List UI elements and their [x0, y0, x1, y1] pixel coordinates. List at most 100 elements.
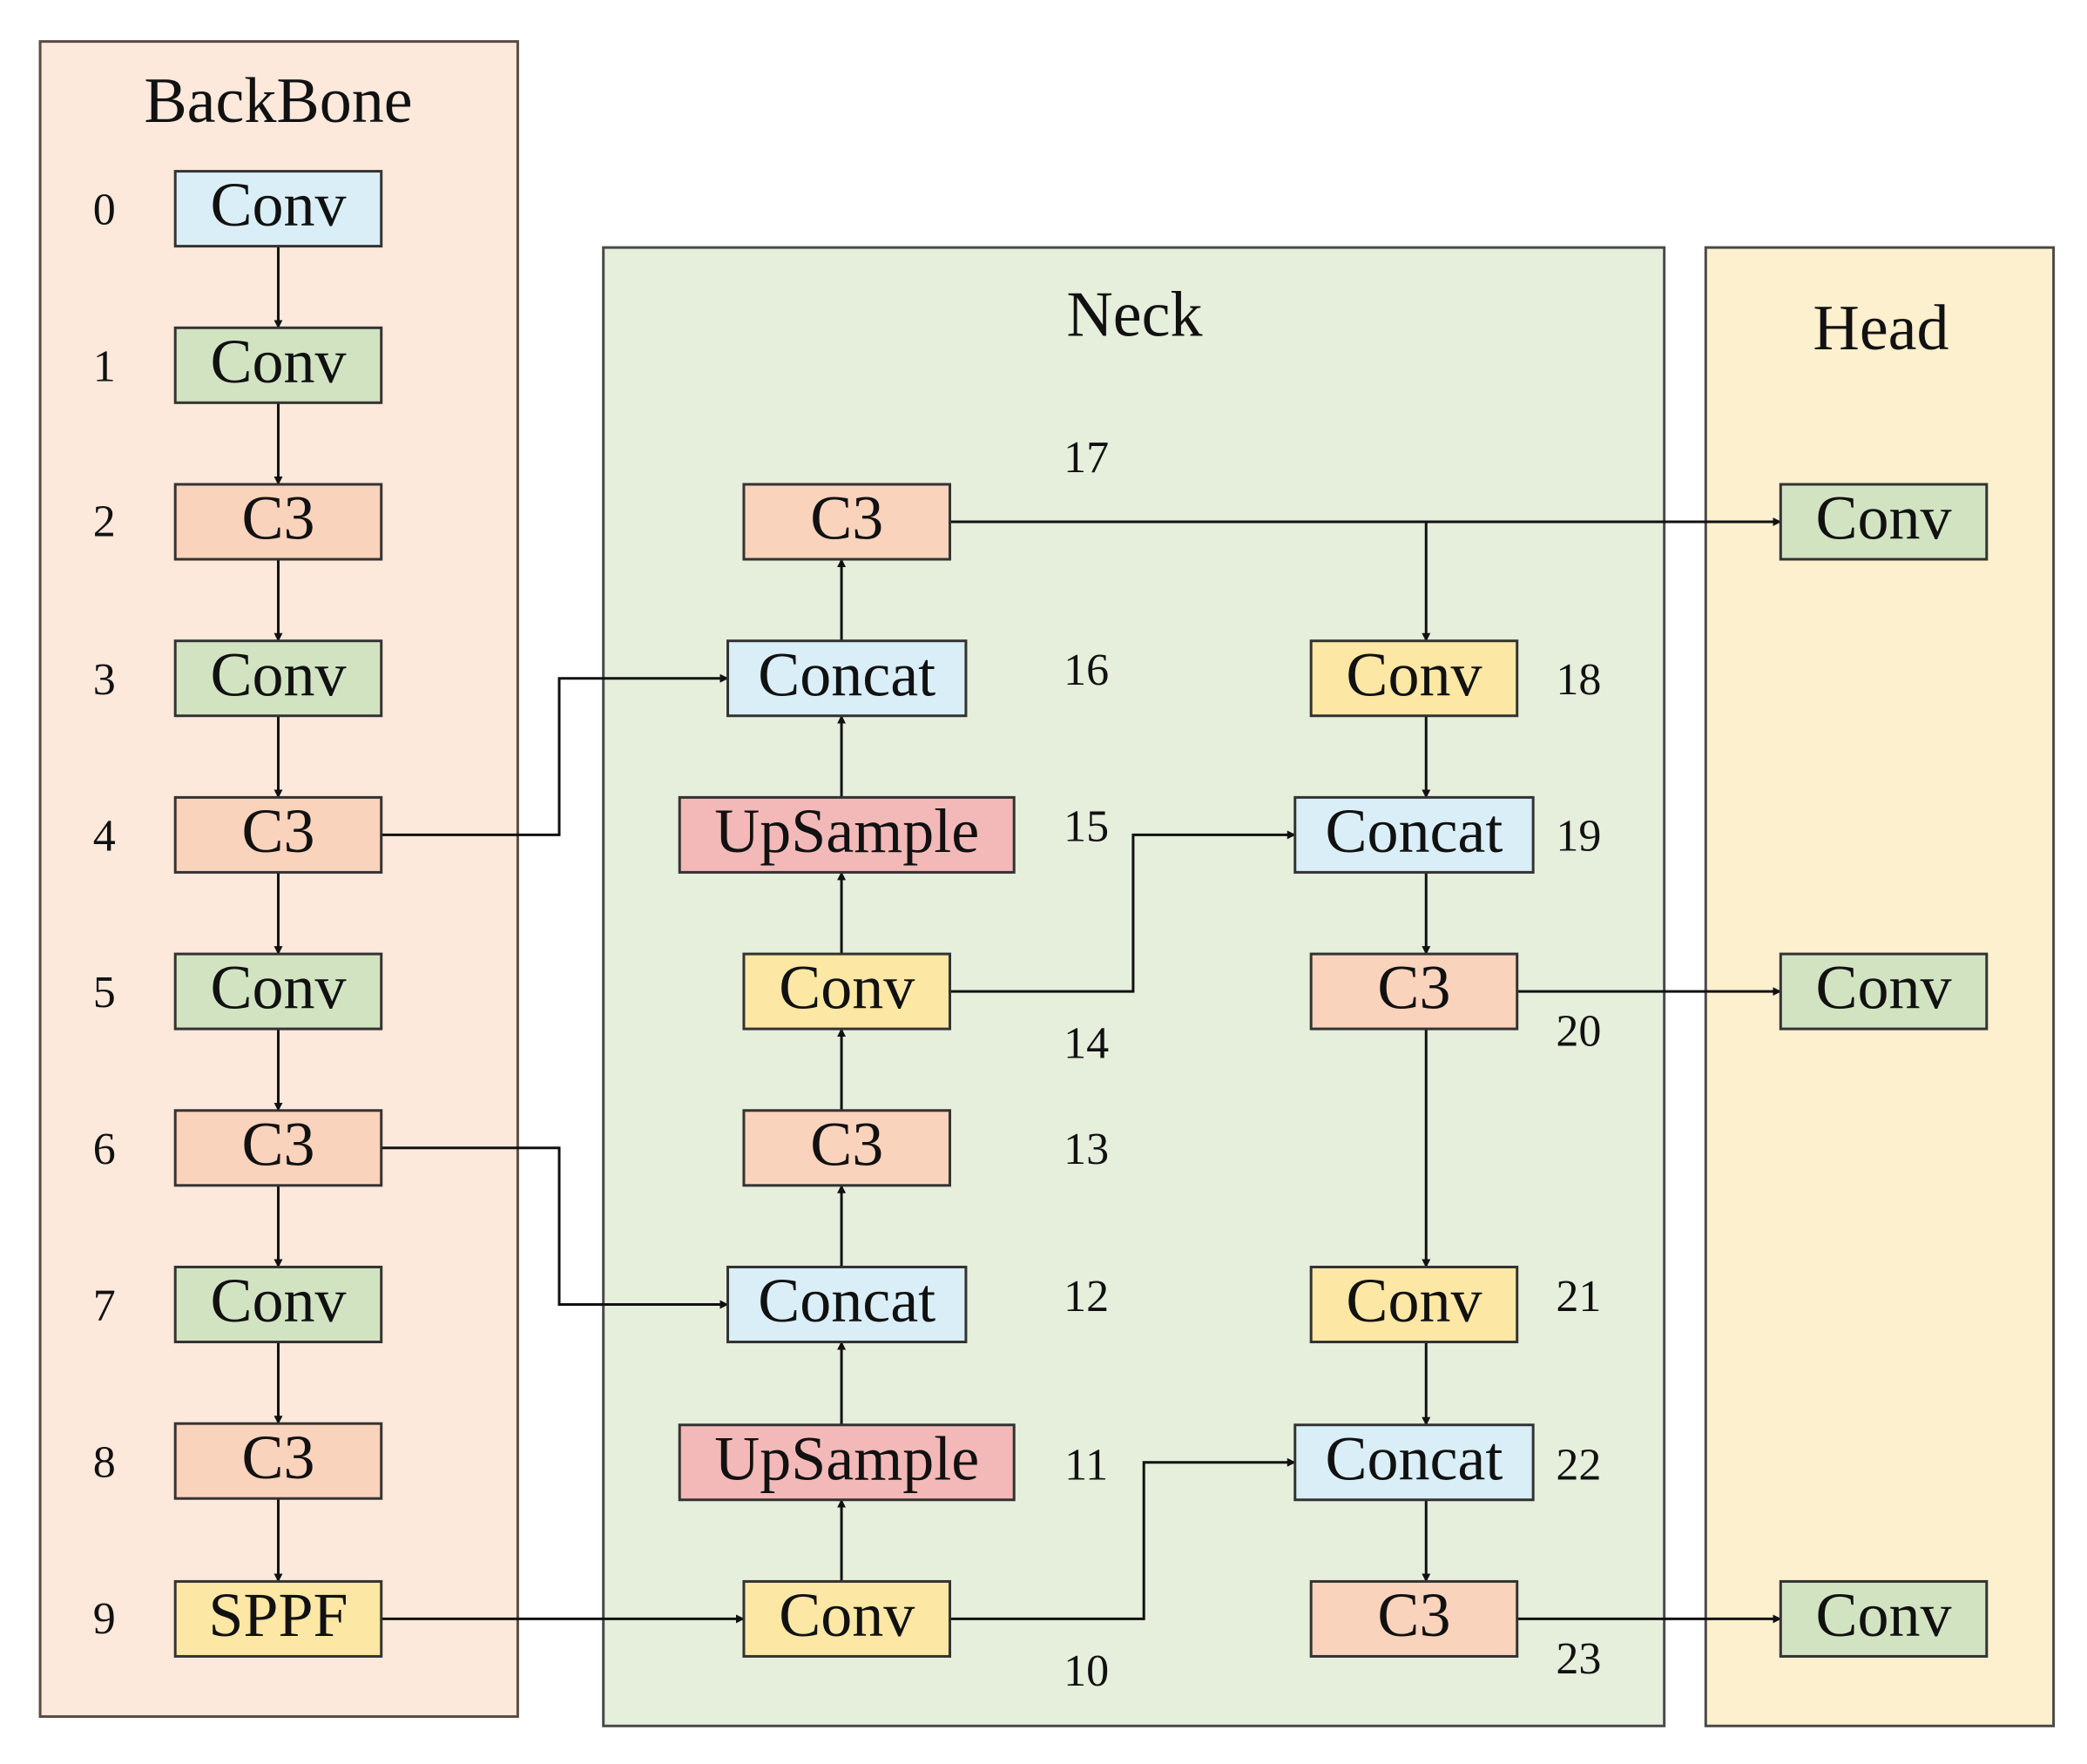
block-n15: UpSample 15: [678, 795, 1109, 874]
block-n17: C3 17: [742, 433, 1109, 561]
block-b5: Conv 5: [93, 952, 383, 1031]
block-n16-box: [726, 639, 968, 718]
block-b0-box: [173, 170, 383, 248]
block-n14: Conv 14: [742, 952, 1109, 1069]
block-n17-label: C3: [810, 483, 883, 553]
block-n22-label: Concat: [1325, 1423, 1503, 1493]
block-h2-box: [1779, 952, 1989, 1031]
block-h3-label: Conv: [1816, 1580, 1952, 1650]
block-n11-label: UpSample: [714, 1423, 979, 1493]
block-b1-box: [173, 326, 383, 404]
block-n15-box: [678, 795, 1016, 874]
block-b0: Conv 0: [93, 170, 383, 248]
block-b1-label: Conv: [210, 327, 346, 396]
block-n19-label: Concat: [1325, 796, 1503, 866]
block-n18-label: Conv: [1346, 639, 1482, 709]
block-n13-index: 13: [1064, 1125, 1109, 1174]
block-b6-box: [173, 1109, 383, 1187]
block-n18-box: [1309, 639, 1519, 718]
block-h2-label: Conv: [1816, 953, 1952, 1023]
block-n21-label: Conv: [1346, 1266, 1482, 1335]
block-n20-index: 20: [1556, 1007, 1601, 1057]
block-n14-label: Conv: [779, 953, 915, 1023]
edge-n10-to-n22: [949, 1457, 1296, 1620]
block-b8: C3 8: [93, 1422, 383, 1500]
block-b4-index: 4: [93, 811, 116, 861]
block-n23-index: 23: [1556, 1634, 1601, 1684]
block-b8-label: C3: [241, 1423, 314, 1492]
block-n20: C3 20: [1309, 952, 1601, 1057]
block-n17-box: [742, 483, 951, 561]
edge-n14-to-n19: [949, 830, 1296, 993]
block-n16: Concat 16: [726, 639, 1109, 718]
block-h1-box: [1779, 483, 1989, 561]
block-n20-label: C3: [1377, 953, 1450, 1023]
block-h3-box: [1779, 1579, 1989, 1658]
block-b6: C3 6: [93, 1109, 383, 1187]
block-b6-label: C3: [241, 1109, 314, 1179]
block-b5-index: 5: [93, 968, 116, 1017]
block-b7: Conv 7: [93, 1265, 383, 1344]
block-b2-index: 2: [93, 497, 116, 547]
block-b7-index: 7: [93, 1281, 116, 1331]
block-n16-index: 16: [1064, 645, 1109, 695]
block-n10-index: 10: [1064, 1646, 1109, 1696]
block-b6-index: 6: [93, 1125, 116, 1174]
block-b9-index: 9: [93, 1594, 116, 1644]
block-n12-box: [726, 1265, 968, 1344]
block-n10-box: [742, 1579, 951, 1658]
block-n21-box: [1309, 1265, 1519, 1344]
block-n23-box: [1309, 1579, 1519, 1658]
block-b2: C3 2: [93, 483, 383, 561]
block-n22-index: 22: [1556, 1440, 1601, 1490]
block-b9-box: [173, 1579, 383, 1658]
block-n21: Conv 21: [1309, 1265, 1601, 1344]
block-b7-box: [173, 1265, 383, 1344]
block-b9-label: SPPF: [208, 1580, 348, 1650]
block-n15-index: 15: [1064, 802, 1109, 852]
block-b8-index: 8: [93, 1437, 116, 1487]
block-b3: Conv 3: [93, 639, 383, 718]
block-n14-box: [742, 952, 951, 1031]
block-b3-label: Conv: [210, 639, 346, 709]
block-n19-box: [1293, 795, 1535, 874]
block-b4-box: [173, 795, 383, 874]
block-n10-label: Conv: [779, 1580, 915, 1650]
block-n19-index: 19: [1556, 811, 1601, 861]
block-n13: C3 13: [742, 1109, 1109, 1187]
block-n12: Concat 12: [726, 1265, 1109, 1344]
block-n15-label: UpSample: [714, 796, 979, 866]
block-n11-box: [678, 1423, 1016, 1502]
block-n20-box: [1309, 952, 1519, 1031]
block-n13-box: [742, 1109, 951, 1187]
head-title: Head: [1813, 293, 1949, 364]
block-b3-box: [173, 639, 383, 718]
block-b2-label: C3: [241, 483, 314, 553]
block-n11: UpSample 11: [678, 1423, 1108, 1502]
block-n12-index: 12: [1064, 1272, 1109, 1321]
block-n23: C3 23: [1309, 1579, 1601, 1684]
block-b5-box: [173, 952, 383, 1031]
block-b1: Conv 1: [93, 326, 383, 404]
block-h3: Conv: [1779, 1579, 1989, 1658]
block-n13-label: C3: [810, 1109, 883, 1179]
block-n16-label: Concat: [758, 639, 935, 709]
block-n17-index: 17: [1064, 433, 1109, 483]
block-n11-index: 11: [1064, 1440, 1108, 1490]
block-n19: Concat 19: [1293, 795, 1601, 874]
block-b0-label: Conv: [210, 170, 346, 240]
block-b9: SPPF 9: [93, 1579, 383, 1658]
block-b8-box: [173, 1422, 383, 1500]
block-n21-index: 21: [1556, 1272, 1601, 1321]
block-n12-label: Concat: [758, 1266, 935, 1335]
block-b0-index: 0: [93, 186, 116, 235]
block-n14-index: 14: [1064, 1019, 1109, 1069]
block-n23-label: C3: [1377, 1580, 1450, 1650]
block-b5-label: Conv: [210, 953, 346, 1023]
block-b1-index: 1: [93, 341, 116, 391]
edge-b4-to-n16: [381, 673, 729, 836]
block-b4-label: C3: [241, 796, 314, 866]
block-b7-label: Conv: [210, 1266, 346, 1335]
block-b3-index: 3: [93, 655, 116, 705]
